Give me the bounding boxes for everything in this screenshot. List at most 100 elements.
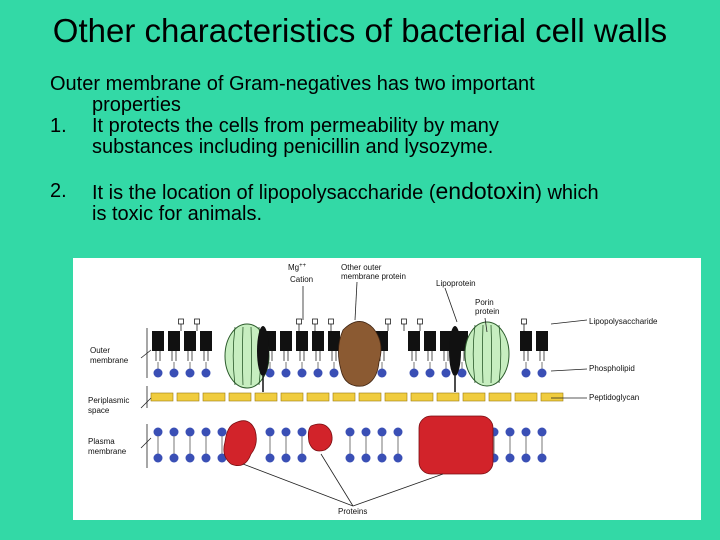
phospholipid-head bbox=[393, 427, 403, 437]
phospholipid-head bbox=[313, 368, 323, 378]
endotoxin-highlight: endotoxin bbox=[435, 178, 536, 204]
porin-fold bbox=[472, 324, 476, 384]
outer-membrane-label-2: membrane bbox=[90, 356, 129, 365]
lps-block bbox=[200, 331, 212, 351]
lps-block bbox=[408, 331, 420, 351]
pointer-line bbox=[140, 437, 152, 449]
lps-block bbox=[152, 331, 164, 351]
sugar-chain bbox=[521, 318, 527, 325]
sugar-chain bbox=[401, 318, 407, 325]
phospholipid-head bbox=[201, 453, 211, 463]
peptidoglycan-strand bbox=[202, 392, 226, 402]
phospholipid-head bbox=[153, 453, 163, 463]
sugar-chain bbox=[417, 318, 423, 325]
porin-protein bbox=[464, 321, 510, 387]
phospholipid-head bbox=[297, 368, 307, 378]
lps-block bbox=[168, 331, 180, 351]
lps-block bbox=[328, 331, 340, 351]
pointer-line bbox=[140, 397, 152, 409]
peptidoglycan-strand bbox=[540, 392, 564, 402]
lipoprotein-label: Lipoprotein bbox=[436, 279, 476, 288]
pointer-line bbox=[352, 473, 444, 507]
porin-label-2: protein bbox=[475, 307, 499, 316]
phospholipid-head bbox=[281, 427, 291, 437]
phospholipid-head bbox=[505, 427, 515, 437]
peptidoglycan-strand bbox=[384, 392, 408, 402]
peptidoglycan-strand bbox=[228, 392, 252, 402]
phospholipid-head bbox=[505, 453, 515, 463]
phospholipid-head bbox=[409, 368, 419, 378]
phospholipid-head bbox=[377, 427, 387, 437]
phospholipid-head bbox=[265, 427, 275, 437]
phospholipid-head bbox=[169, 453, 179, 463]
peptidoglycan-strand bbox=[436, 392, 460, 402]
phospholipid-head bbox=[329, 368, 339, 378]
lps-block bbox=[280, 331, 292, 351]
phospholipid-head bbox=[537, 453, 547, 463]
phospholipid-head bbox=[185, 427, 195, 437]
mg-label: Mg++ bbox=[288, 263, 307, 272]
porin-fold bbox=[482, 324, 484, 384]
phospholipid-head bbox=[281, 453, 291, 463]
sugar-chain bbox=[328, 318, 334, 325]
phospholipid-head bbox=[537, 427, 547, 437]
peptidoglycan-strand bbox=[254, 392, 278, 402]
outer-membrane-label: Outer bbox=[90, 346, 110, 355]
lps-block bbox=[440, 331, 452, 351]
slide-title: Other characteristics of bacterial cell … bbox=[52, 12, 668, 49]
phospholipid-head bbox=[345, 453, 355, 463]
phospholipid-head bbox=[521, 427, 531, 437]
peptidoglycan-strand bbox=[410, 392, 434, 402]
sugar-chain bbox=[385, 318, 391, 325]
phospholipid-head bbox=[521, 368, 531, 378]
porin-fold bbox=[498, 324, 502, 384]
phospholipid-head bbox=[377, 368, 387, 378]
phospholipid-head bbox=[537, 368, 547, 378]
porin-fold bbox=[232, 326, 236, 386]
peptidoglycan-strand bbox=[514, 392, 538, 402]
phospholipid-head bbox=[185, 368, 195, 378]
item-line: is toxic for animals. bbox=[92, 203, 263, 225]
list-number: 2. bbox=[50, 180, 67, 202]
sugar-chain bbox=[296, 318, 302, 325]
peptidoglycan-strand bbox=[280, 392, 304, 402]
phospholipid-head bbox=[345, 427, 355, 437]
other-outer-protein-label-2: membrane protein bbox=[341, 272, 406, 281]
porin-fold bbox=[250, 326, 252, 386]
lps-block bbox=[520, 331, 532, 351]
lps-block bbox=[536, 331, 548, 351]
pointer-line bbox=[550, 368, 588, 372]
phospholipid-head bbox=[393, 453, 403, 463]
phospholipid-head bbox=[153, 427, 163, 437]
phospholipid-head bbox=[265, 368, 275, 378]
phospholipid-head bbox=[201, 427, 211, 437]
porin-label: Porin bbox=[475, 298, 494, 307]
phospholipid-head bbox=[441, 368, 451, 378]
phospholipid-head bbox=[377, 453, 387, 463]
sugar-chain bbox=[312, 318, 318, 325]
item-text: ) which bbox=[535, 182, 599, 204]
phospholipid-head bbox=[521, 453, 531, 463]
phospholipid-head bbox=[361, 453, 371, 463]
peptidoglycan-strand bbox=[176, 392, 200, 402]
plasma-membrane-protein bbox=[307, 423, 333, 452]
item-line: It protects the cells from permeability … bbox=[92, 115, 499, 137]
phospholipid-label: Phospholipid bbox=[589, 364, 635, 373]
periplasmic-label-2: space bbox=[88, 406, 110, 415]
phospholipid-head bbox=[185, 453, 195, 463]
lipoprotein bbox=[257, 326, 269, 376]
lps-block bbox=[424, 331, 436, 351]
peptidoglycan-strand bbox=[358, 392, 382, 402]
peptidoglycan-strand bbox=[462, 392, 486, 402]
plasma-membrane-label: Plasma bbox=[88, 437, 115, 446]
phospholipid-head bbox=[217, 453, 227, 463]
pointer-line bbox=[354, 281, 358, 321]
phospholipid-head bbox=[457, 368, 467, 378]
pointer-line bbox=[484, 317, 488, 333]
porin-fold bbox=[242, 326, 244, 386]
intro-line-2: properties bbox=[92, 94, 181, 116]
lps-block bbox=[184, 331, 196, 351]
phospholipid-head bbox=[201, 368, 211, 378]
outer-membrane-protein bbox=[338, 321, 382, 387]
sugar-chain bbox=[178, 318, 184, 325]
